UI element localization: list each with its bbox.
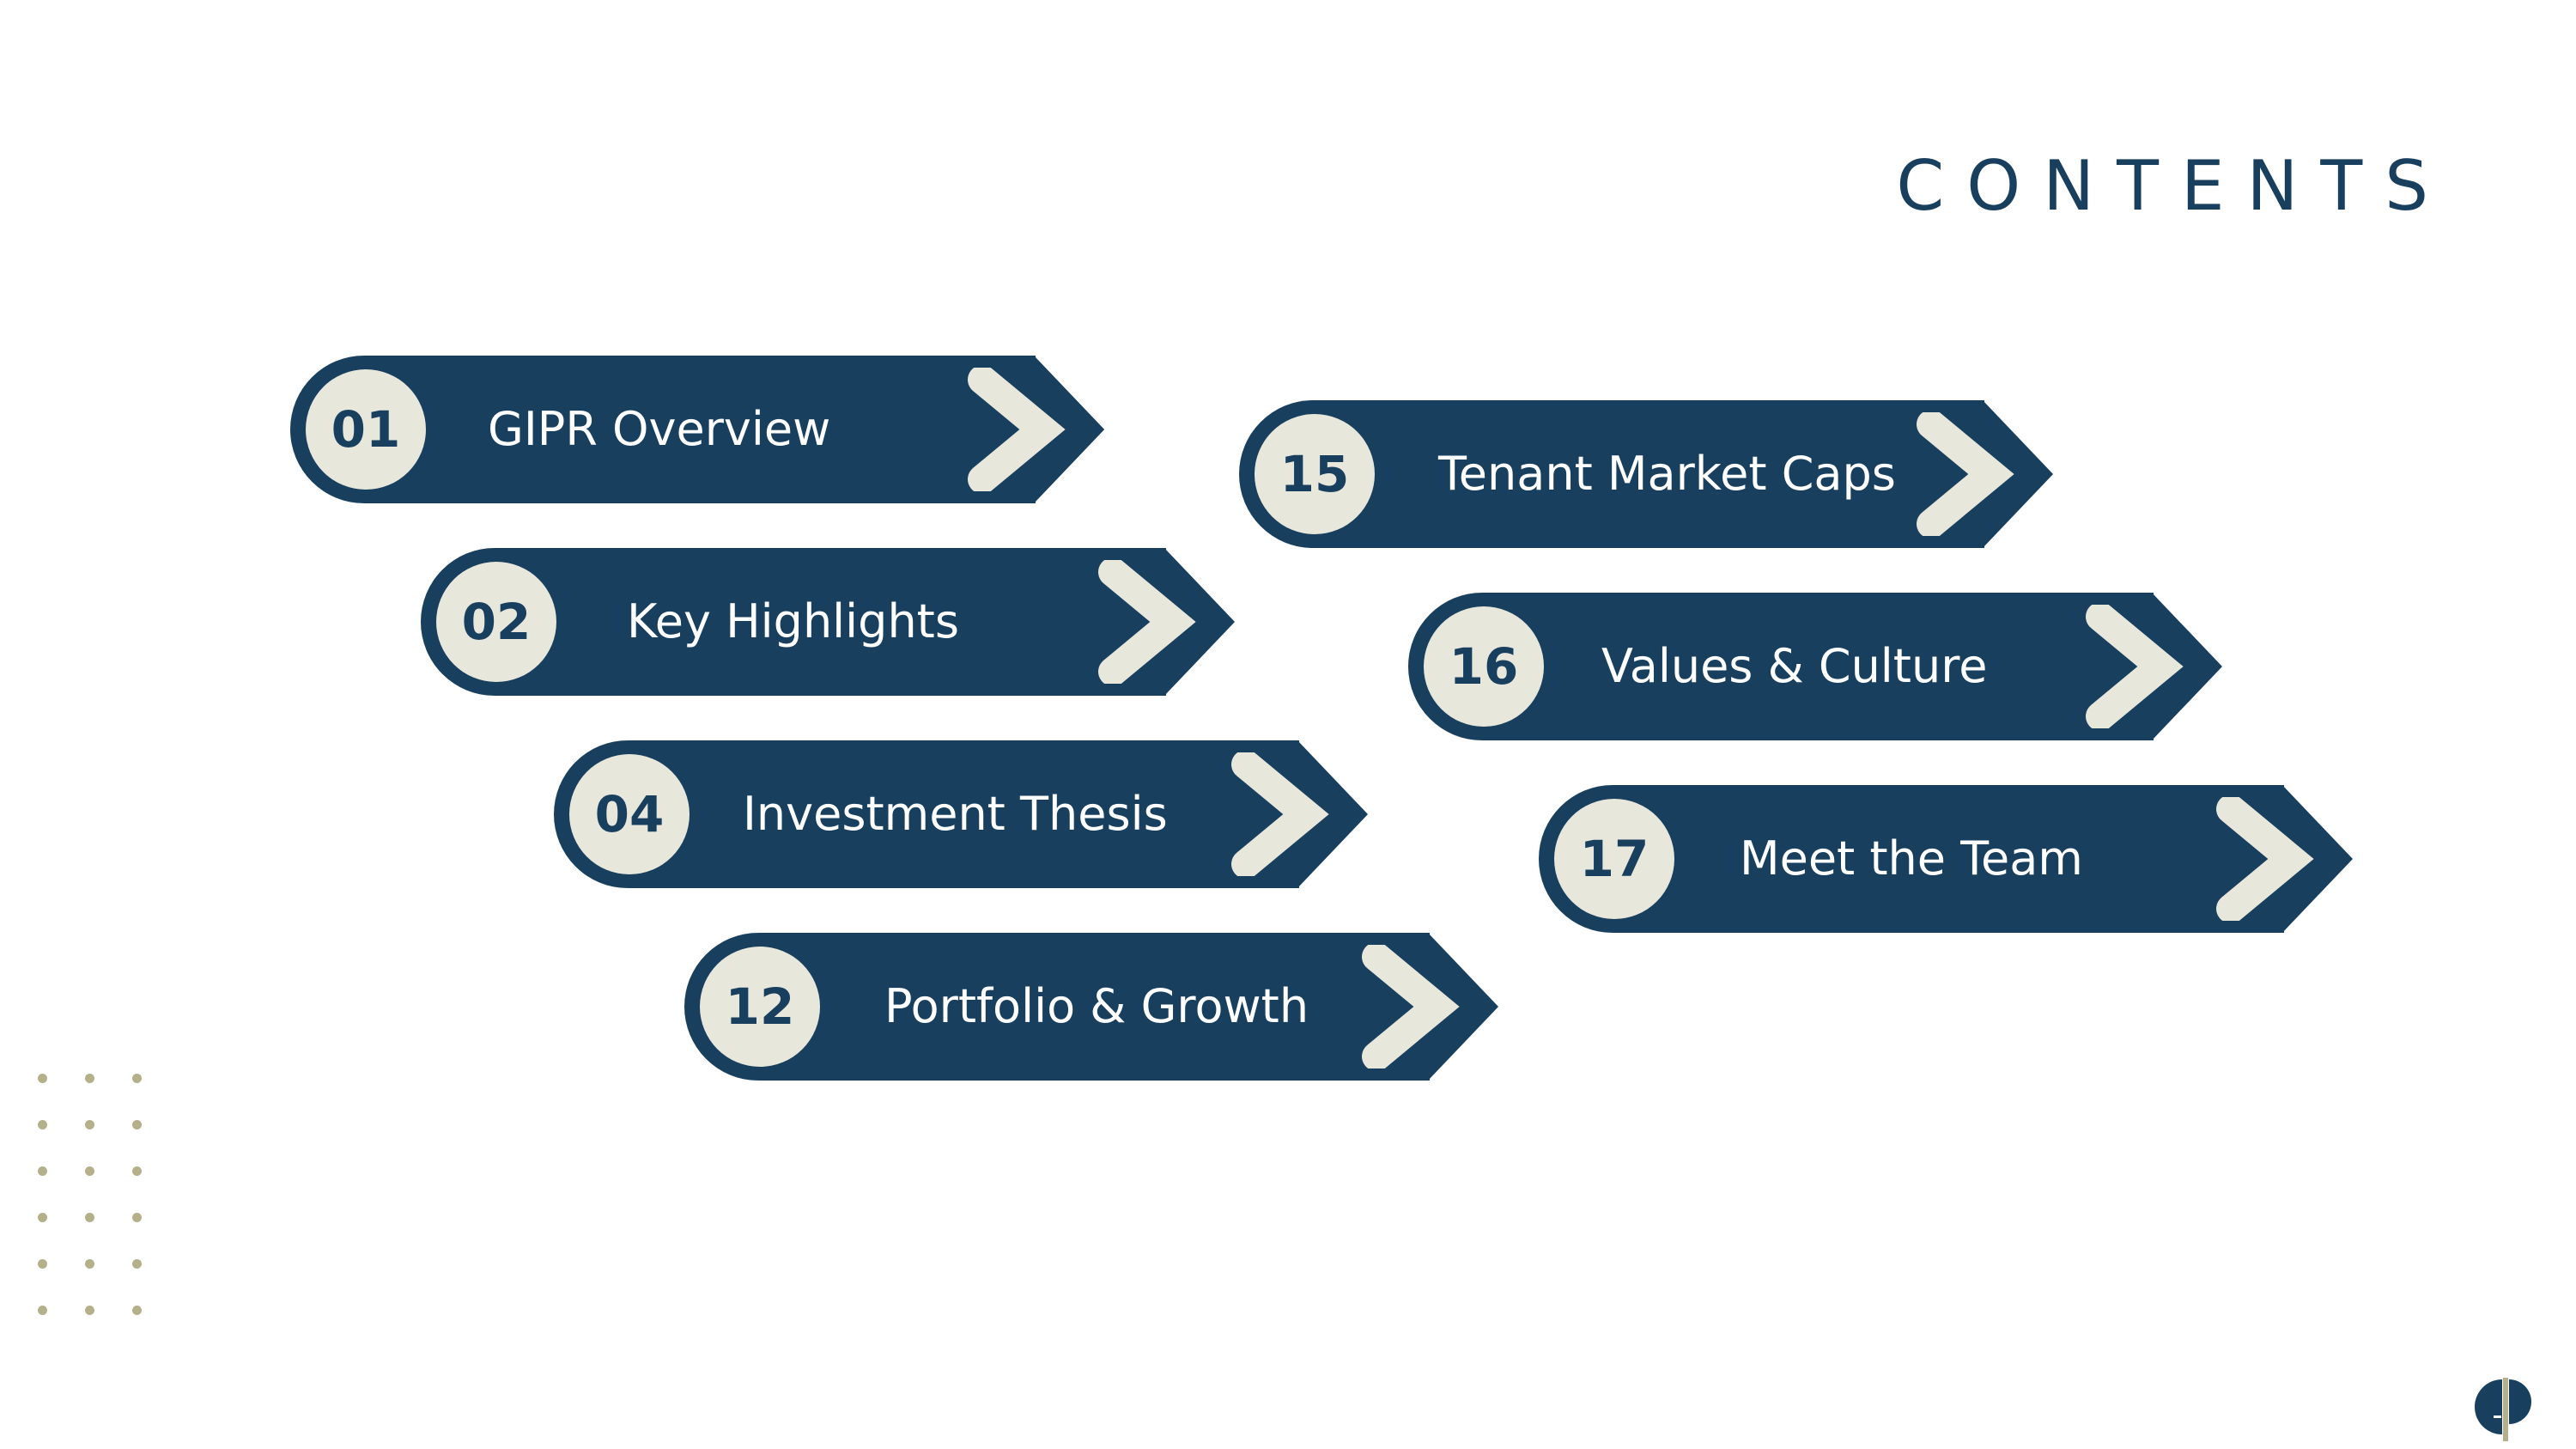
arrow-tip-shape [1034, 356, 1104, 503]
arrow-tip-shape [2282, 785, 2353, 933]
arrow-tip-shape [1164, 548, 1235, 696]
item-label: Key Highlights [627, 594, 959, 648]
dot [38, 1306, 47, 1315]
item-label: Portfolio & Growth [884, 979, 1309, 1033]
contents-item-01[interactable]: 01 GIPR Overview [290, 356, 1104, 503]
dot [38, 1259, 47, 1269]
dot [132, 1120, 142, 1129]
dot [85, 1306, 94, 1315]
contents-item-02[interactable]: 02 Key Highlights [421, 548, 1235, 696]
dot [85, 1259, 94, 1269]
dot [38, 1213, 47, 1222]
arrow-tip-shape [1428, 933, 1498, 1081]
contents-item-12[interactable]: 12 Portfolio & Growth [684, 933, 1498, 1081]
item-number: 04 [569, 754, 690, 874]
chevron-right-icon [1362, 945, 1460, 1068]
chevron-right-icon [2086, 605, 2184, 728]
chevron-right-icon [968, 368, 1066, 491]
dot [132, 1306, 142, 1315]
dot [132, 1213, 142, 1222]
item-number: 17 [1554, 799, 1674, 919]
dot [85, 1166, 94, 1176]
company-logo [2475, 1378, 2531, 1441]
page-title: CONTENTS [1896, 146, 2451, 226]
decorative-dot-grid [38, 1074, 158, 1323]
item-number: 01 [306, 369, 426, 490]
dot [85, 1074, 94, 1083]
contents-item-16[interactable]: 16 Values & Culture [1408, 593, 2222, 740]
item-number: 15 [1255, 414, 1375, 534]
dot [132, 1166, 142, 1176]
dot [85, 1213, 94, 1222]
contents-item-04[interactable]: 04 Investment Thesis [554, 740, 1368, 888]
dot [85, 1120, 94, 1129]
chevron-right-icon [1098, 560, 1196, 684]
chevron-right-icon [1917, 412, 2014, 536]
item-number: 12 [700, 947, 820, 1067]
chevron-right-icon [1231, 752, 1329, 876]
item-number: 02 [436, 562, 556, 682]
item-label: Meet the Team [1740, 831, 2083, 886]
dot [38, 1166, 47, 1176]
dot [38, 1074, 47, 1083]
arrow-tip-shape [1983, 400, 2053, 548]
item-label: Tenant Market Caps [1438, 447, 1896, 501]
item-label: Values & Culture [1601, 639, 1988, 693]
dot [38, 1120, 47, 1129]
item-label: Investment Thesis [743, 787, 1168, 841]
item-number: 16 [1424, 606, 1544, 727]
chevron-right-icon [2216, 797, 2314, 921]
contents-item-17[interactable]: 17 Meet the Team [1539, 785, 2353, 933]
dot [132, 1259, 142, 1269]
item-label: GIPR Overview [488, 402, 831, 456]
contents-item-15[interactable]: 15 Tenant Market Caps [1239, 400, 2053, 548]
arrow-tip-shape [2152, 593, 2222, 740]
arrow-tip-shape [1297, 740, 1368, 888]
dot [132, 1074, 142, 1083]
